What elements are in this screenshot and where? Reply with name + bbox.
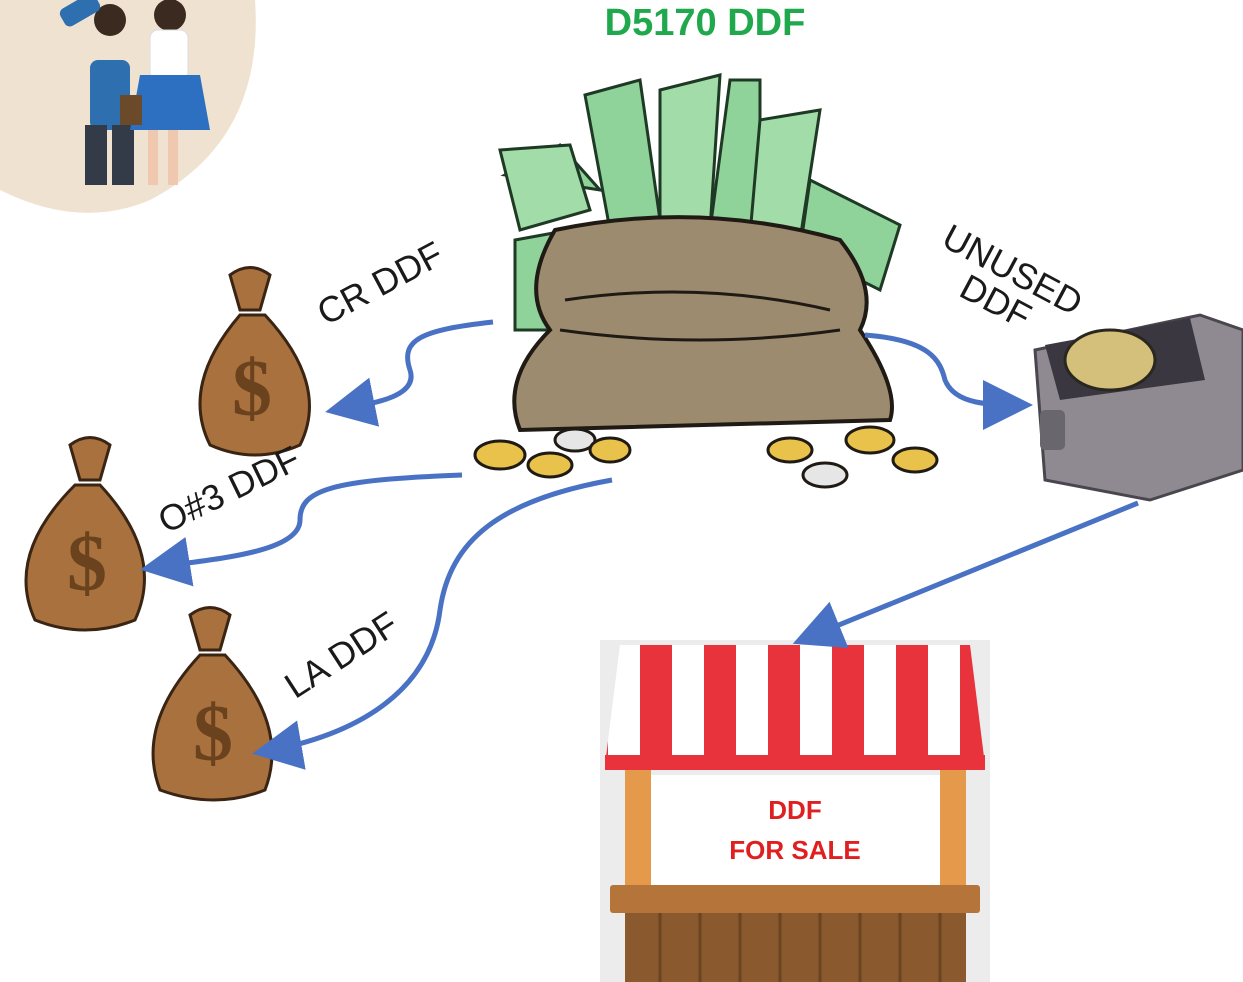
big-money-bag-icon bbox=[473, 73, 939, 500]
arrow-to-la bbox=[252, 477, 613, 770]
arrow-to-unused bbox=[864, 332, 1033, 430]
svg-text:$: $ bbox=[193, 690, 233, 778]
stall-sign-line2: FOR SALE bbox=[729, 835, 861, 865]
diagram-title: D5170 DDF bbox=[604, 2, 806, 44]
money-bag-icon: $ bbox=[198, 266, 311, 457]
arrow-to-cr bbox=[325, 319, 494, 427]
svg-text:$: $ bbox=[67, 520, 107, 608]
money-bag-icon: $ bbox=[24, 436, 146, 632]
stall-sign-line1: DDF bbox=[768, 795, 822, 825]
stall-sign: DDF FOR SALE bbox=[650, 790, 940, 870]
money-bag-icon: $ bbox=[151, 606, 274, 802]
people-illustration bbox=[0, 0, 256, 213]
arrow-to-stall bbox=[792, 500, 1139, 649]
suitcase-icon bbox=[1033, 313, 1243, 502]
market-stall-icon bbox=[600, 640, 990, 982]
arrow-to-o3 bbox=[140, 472, 463, 587]
svg-text:$: $ bbox=[232, 345, 272, 433]
